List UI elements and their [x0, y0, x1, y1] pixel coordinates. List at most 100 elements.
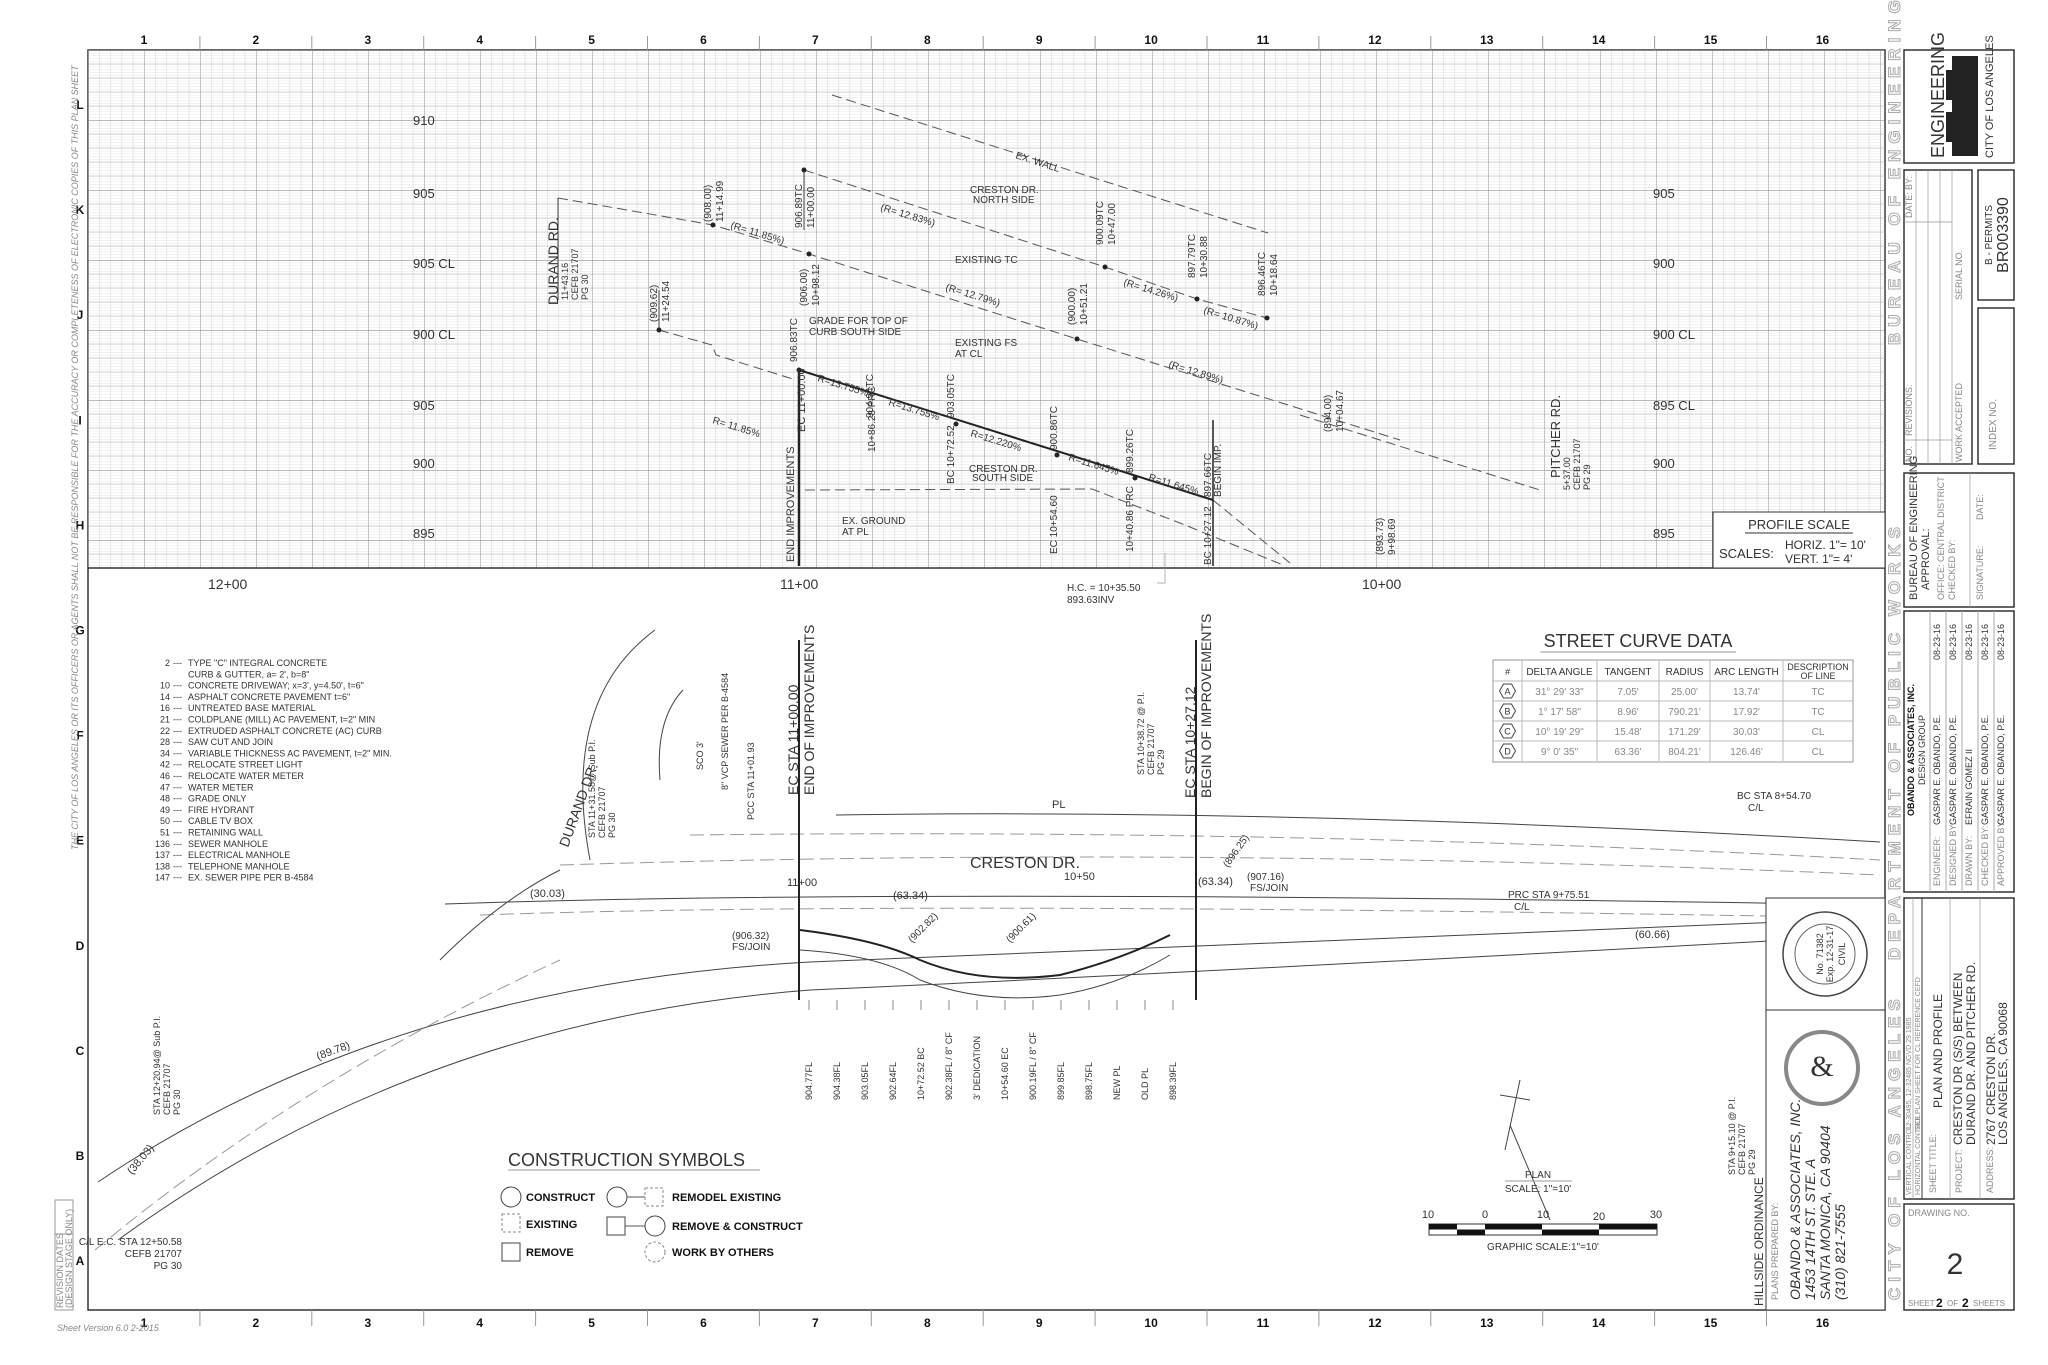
point-sta: BC 10+72.52 — [946, 425, 957, 484]
column-label: 2 — [253, 1316, 260, 1330]
project-line-2: DURAND DR. AND PITCHER RD. — [1964, 962, 1978, 1145]
south-property-line — [117, 934, 1881, 1241]
remodel-label: REMODEL EXISTING — [672, 1192, 781, 1204]
north-arrow — [1499, 1079, 1551, 1221]
column-label: 1 — [141, 1316, 148, 1330]
remove-label: REMOVE — [526, 1247, 574, 1259]
legend-text: ASPHALT CONCRETE PAVEMENT t=6" — [188, 692, 350, 702]
design-group: DESIGN GROUP — [1917, 715, 1927, 785]
legend-dash: --- — [173, 828, 182, 838]
scale-tick: 0 — [1482, 1209, 1488, 1221]
fs-elev: (900.61) — [1004, 911, 1038, 945]
staff-role: APPROVED BY: — [1996, 819, 2006, 886]
address-label: ADDRESS: — [1985, 1147, 1995, 1193]
column-label: 9 — [1036, 1316, 1043, 1330]
permit-number: BR003390 — [1995, 197, 2012, 273]
legend-dash: --- — [173, 726, 182, 736]
staff-name: GASPAR E. OBANDO, P.E. — [1932, 715, 1942, 825]
plan-label: PLAN — [1525, 1170, 1551, 1181]
legend-dash: --- — [173, 794, 182, 804]
dimension: (38.03) — [125, 1143, 157, 1177]
approval-signature: SIGNATURE: — [1975, 546, 1985, 600]
point-elev: 904.94TC — [865, 374, 876, 418]
legend-text: FIRE HYDRANT — [188, 805, 255, 815]
ex-ground-line — [804, 488, 1284, 566]
curve-id: D — [1504, 747, 1511, 757]
point-elev: 899.26TC — [1125, 429, 1136, 473]
design-group-box — [1903, 610, 2015, 893]
legend-dash: --- — [173, 737, 182, 747]
column-label: 13 — [1480, 1316, 1494, 1330]
legend-dash: --- — [173, 760, 182, 770]
column-label: 9 — [1036, 33, 1043, 47]
pi-station: STA 10+38.72 @ P.I. — [1136, 692, 1146, 775]
hillside-ordinance: HILLSIDE ORDINANCE — [1752, 1177, 1766, 1306]
creston-south-label: SOUTH SIDE — [972, 473, 1033, 484]
curve-delta: 10° 19' 29" — [1535, 727, 1584, 738]
drawing-no-label: DRAWING NO. — [1908, 1208, 1970, 1218]
elev-label: 905 — [413, 186, 435, 201]
plan-scale-label: SCALE: 1"=10' — [1505, 1184, 1571, 1195]
legend-dash: --- — [173, 681, 182, 691]
sheet-total: 2 — [1962, 1296, 1969, 1310]
point-sta: 10+04.67 — [1335, 390, 1346, 432]
plan-callout: 899.85FL — [1056, 1062, 1066, 1100]
firm-name: OBANDO & ASSOCIATES, INC. — [1787, 1099, 1803, 1300]
band-department: DEPARTMENT OF PUBLIC WORKS — [1885, 521, 1904, 960]
column-label: 4 — [476, 1316, 483, 1330]
column-label: 14 — [1592, 33, 1606, 47]
pitcher-rd-label: PITCHER RD. — [1548, 395, 1563, 478]
logo-word: ENGINEERING — [1928, 32, 1948, 158]
legend-number: 46 — [160, 771, 170, 781]
legend-dash: --- — [173, 703, 182, 713]
hexagon-icon — [1498, 683, 1517, 699]
staff-date: 08-23-16 — [1980, 624, 1990, 660]
elev-label: 900 CL — [413, 327, 455, 342]
point-sta: 10+30.88 — [1199, 236, 1210, 278]
plan-callout: 898.39FL — [1168, 1062, 1178, 1100]
existing-symbol-icon — [501, 1213, 521, 1233]
legend-number: 10 — [160, 681, 170, 691]
pi-cefb: CEFB 21707 — [597, 786, 607, 838]
legend-dash: --- — [173, 816, 182, 826]
profile-elevations-left: 910 905 905 CL 900 CL 905 900 895 — [413, 113, 455, 541]
plan-callout: 904.38FL — [832, 1062, 842, 1100]
elev-label: 900 CL — [1653, 327, 1695, 342]
legend-text: WATER METER — [188, 782, 254, 792]
approval-box — [1903, 472, 2015, 608]
hexagon-icon — [1498, 743, 1517, 759]
column-label: 10 — [1144, 33, 1158, 47]
engineering-logo: ENGINEERING CITY OF LOS ANGELES — [1928, 32, 1996, 158]
pi-cefb: CEFB 21707 — [1146, 723, 1156, 775]
point-elev: 11+00.00 — [806, 186, 817, 228]
firm-phone: (310) 821-7555 — [1832, 1204, 1848, 1300]
curve-id: C — [1504, 727, 1511, 737]
legend-text: CONCRETE DRIVEWAY; x=3', y=4.50', t=6" — [188, 681, 364, 691]
approval-subtitle: APPROVAL: — [1920, 528, 1932, 590]
column-label: 7 — [812, 33, 819, 47]
curve-header: RADIUS — [1666, 667, 1704, 678]
legend-number: 47 — [160, 782, 170, 792]
point-elev: (909.62) — [649, 285, 660, 322]
construct-symbol-icon — [500, 1186, 522, 1208]
bc-station: BC STA 8+54.70 — [1737, 791, 1811, 802]
revisions-box — [1903, 169, 1973, 465]
title-block: CITY OF LOS ANGELES DEPARTMENT OF PUBLIC… — [1885, 0, 2015, 1311]
curve-table-frame — [1492, 659, 1854, 763]
legend-dash: --- — [173, 861, 182, 871]
revisions-by: BY: — [1904, 176, 1914, 190]
others-label: WORK BY OTHERS — [672, 1247, 774, 1259]
point-sta: 9+98.69 — [1387, 518, 1398, 555]
legend-text: SAW CUT AND JOIN — [188, 737, 273, 747]
curve-desc: TC — [1811, 687, 1824, 698]
fs-join: FS/JOIN — [1250, 883, 1288, 894]
profile-scale-box: PROFILE SCALE SCALES: HORIZ. 1"= 10' VER… — [1712, 511, 1886, 569]
sewer-note: 8" VCP SEWER PER B-4584 — [720, 673, 730, 790]
legend-dash: --- — [173, 839, 182, 849]
firm-city: SANTA MONICA, CA 90404 — [1817, 1125, 1833, 1300]
pitcher-sta: 5+37.00 — [1562, 457, 1572, 490]
